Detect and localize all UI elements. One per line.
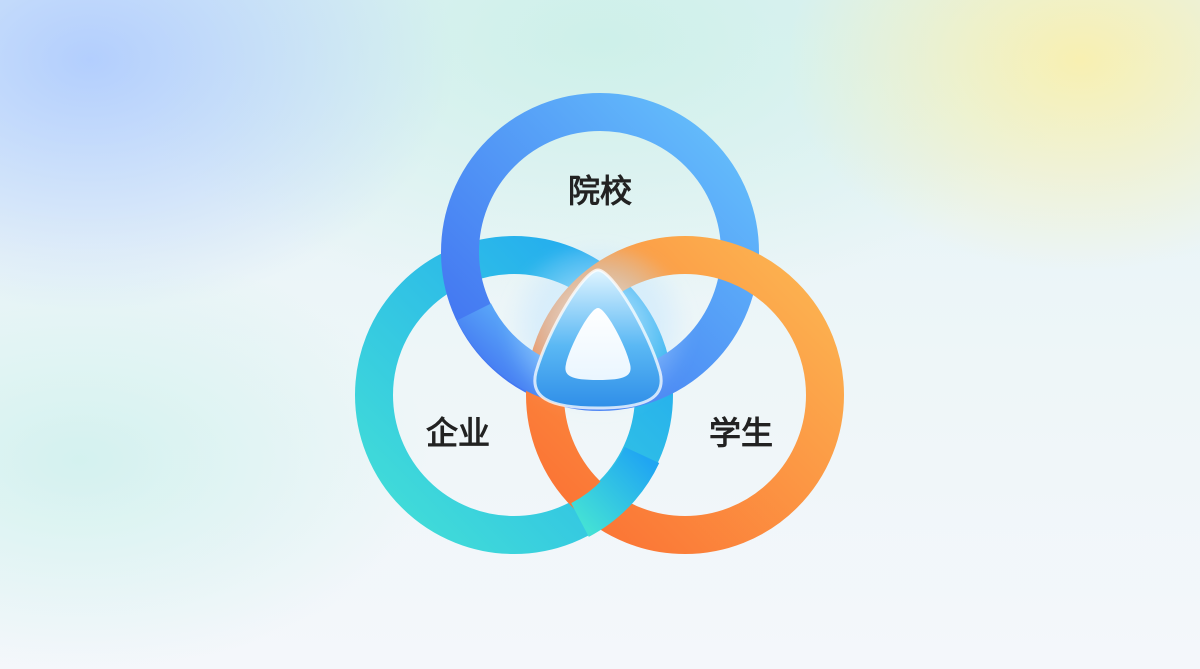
student-label: 学生 bbox=[709, 414, 773, 452]
enterprise-label: 企业 bbox=[426, 414, 490, 452]
triangle-logo-icon bbox=[533, 268, 663, 410]
enterprise-ring-overlap bbox=[570, 446, 660, 537]
school-label: 院校 bbox=[568, 172, 632, 210]
